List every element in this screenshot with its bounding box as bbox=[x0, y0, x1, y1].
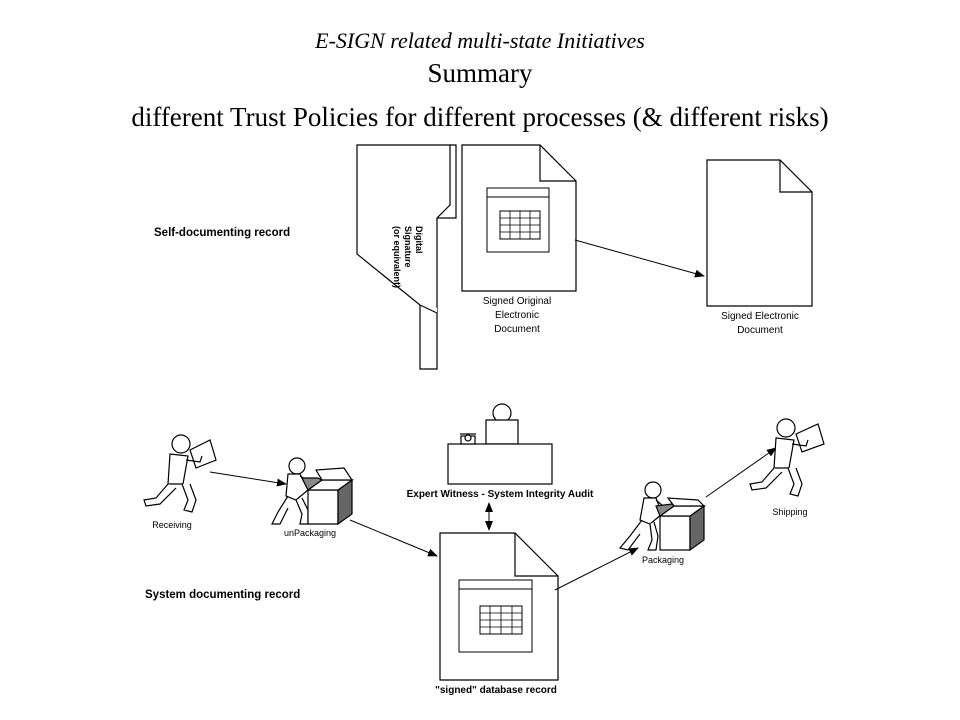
digital-signature-tab: Digital Signature (or equivalent) bbox=[356, 144, 457, 370]
closing-box-icon bbox=[655, 497, 706, 552]
arrow-to-shipping bbox=[705, 447, 777, 498]
signed-electronic-document: Signed Electronic Document bbox=[706, 159, 813, 336]
receiving-figure-icon: Receiving bbox=[143, 434, 217, 530]
signed-electronic-line-1: Signed Electronic bbox=[721, 311, 799, 322]
system-documenting-label: System documenting record bbox=[145, 589, 300, 601]
arrow-to-packaging bbox=[554, 547, 639, 591]
arrow-to-unpackaging bbox=[209, 471, 287, 487]
open-box-icon bbox=[301, 467, 354, 526]
spreadsheet-icon bbox=[499, 210, 541, 240]
spreadsheet-icon bbox=[479, 605, 523, 635]
database-record-document: "signed" database record bbox=[435, 532, 559, 696]
arrow-to-electronic bbox=[574, 239, 705, 278]
signed-original-line-1: Signed Original bbox=[483, 296, 551, 307]
witness-label: Expert Witness - System Integrity Audit bbox=[407, 489, 594, 500]
signature-line-1: Digital bbox=[414, 226, 424, 254]
signed-original-document: Signed Original Electronic Document bbox=[461, 144, 577, 335]
unpackaging-figure-icon bbox=[271, 457, 317, 525]
receiving-label: Receiving bbox=[152, 520, 192, 530]
slide-subtitle: E-SIGN related multi-state Initiatives bbox=[315, 28, 645, 53]
shipping-label: Shipping bbox=[772, 507, 807, 517]
signed-original-line-3: Document bbox=[494, 324, 540, 335]
expert-witness-figure-icon bbox=[447, 403, 553, 485]
signature-line-3: (or equivalent) bbox=[392, 226, 402, 288]
signed-electronic-line-2: Document bbox=[737, 325, 783, 336]
packaging-figure-icon bbox=[618, 481, 671, 551]
self-documenting-label: Self-documenting record bbox=[154, 227, 290, 239]
database-record-label: "signed" database record bbox=[435, 685, 557, 696]
shipping-figure-icon: Shipping bbox=[749, 418, 825, 517]
telephone-icon bbox=[460, 433, 476, 445]
slide-title: Summary bbox=[427, 58, 533, 88]
slide-tagline: different Trust Policies for different p… bbox=[131, 102, 829, 132]
signature-line-2: Signature bbox=[403, 226, 413, 268]
signed-original-line-2: Electronic bbox=[495, 310, 539, 321]
unpackaging-label: unPackaging bbox=[284, 528, 336, 538]
arrow-to-database bbox=[349, 519, 438, 557]
packaging-label: Packaging bbox=[642, 555, 684, 565]
